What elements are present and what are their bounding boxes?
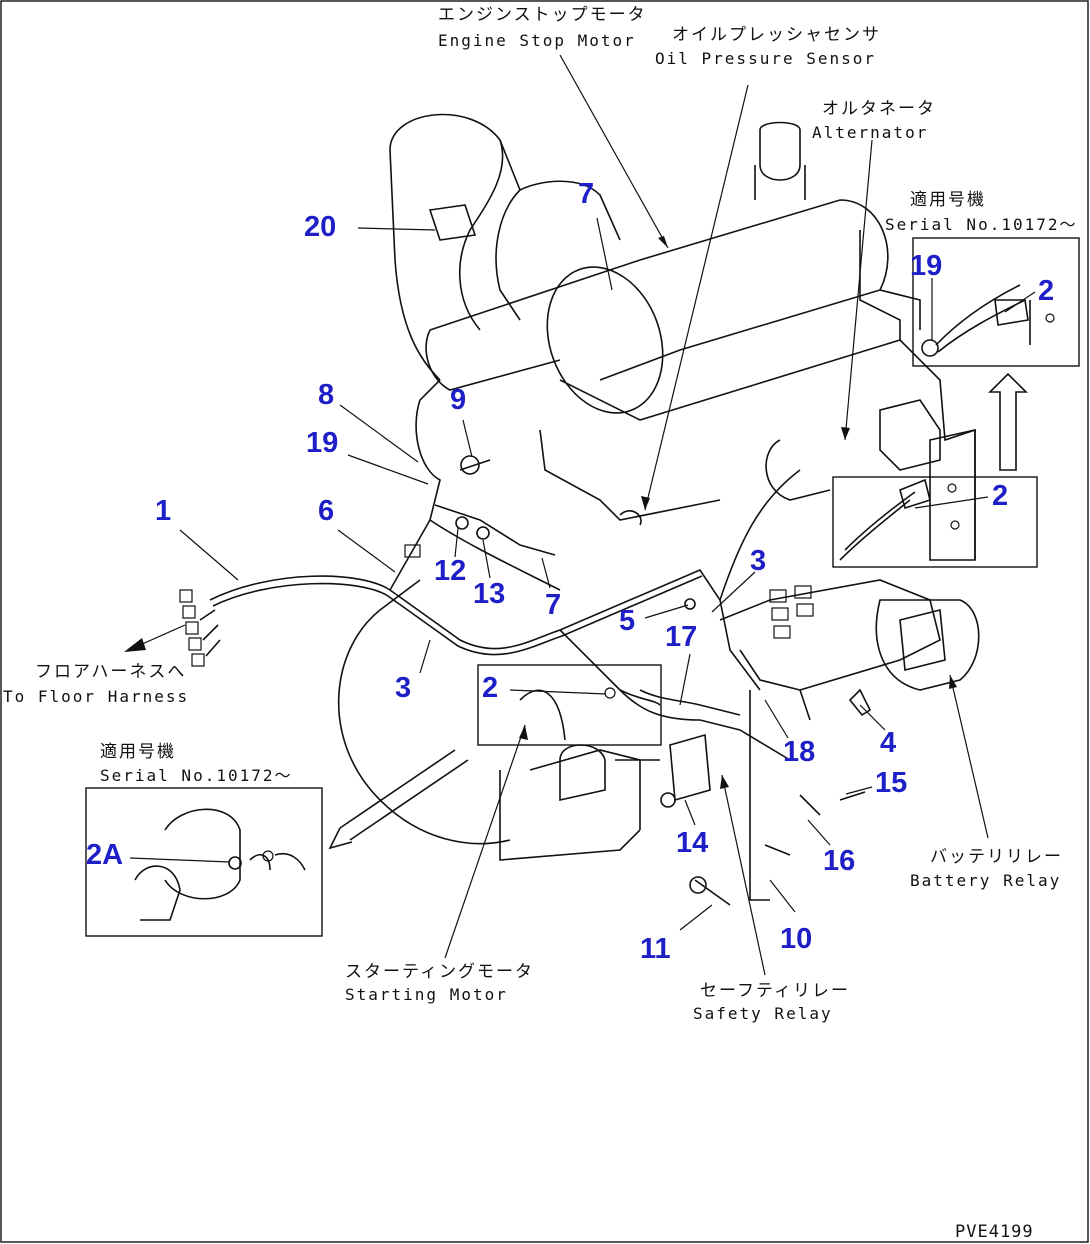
callout-11: 11 xyxy=(640,933,671,965)
label-oil-pressure-sensor-en: Oil Pressure Sensor xyxy=(655,49,876,68)
callout-2-alternator: 2 xyxy=(992,480,1008,512)
callout-4: 4 xyxy=(880,727,896,759)
label-starting-motor-en: Starting Motor xyxy=(345,985,508,1004)
label-safety-relay-jp: セーフティリレー xyxy=(700,981,850,1001)
engine-drawing xyxy=(179,113,980,906)
inset-alternator-terminal xyxy=(832,476,1038,568)
callout-2-inset: 2 xyxy=(1038,275,1054,307)
callout-17: 17 xyxy=(665,621,697,653)
label-floor-harness-jp: フロアハーネスへ xyxy=(35,662,186,682)
callout-19: 19 xyxy=(306,427,338,459)
label-starting-motor-jp: スターティングモータ xyxy=(345,962,534,982)
arrow-left-inset-icon xyxy=(339,749,469,841)
label-alternator-jp: オルタネータ xyxy=(822,99,936,119)
callout-12: 12 xyxy=(434,555,466,587)
label-engine-stop-motor-jp: エンジンストップモータ xyxy=(438,5,647,25)
callout-18: 18 xyxy=(783,736,815,768)
inset-serial-top-content xyxy=(921,284,1055,357)
callout-1: 1 xyxy=(155,495,171,527)
inset-starting-motor xyxy=(477,664,662,746)
callout-20: 20 xyxy=(304,211,336,243)
label-serial-top-jp: 適用号機 xyxy=(910,190,986,210)
arrow-up-icon xyxy=(988,372,1028,471)
label-alternator-en: Alternator xyxy=(812,123,928,142)
inset-alternator-content xyxy=(839,429,976,561)
label-battery-relay-en: Battery Relay xyxy=(910,871,1061,890)
callout-10: 10 xyxy=(780,923,812,955)
label-battery-relay-jp: バッテリリレー xyxy=(930,847,1063,867)
inset-serial-top xyxy=(912,237,1080,367)
callout-3-left: 3 xyxy=(395,672,411,704)
callout-14: 14 xyxy=(676,827,708,859)
callout-7-mid: 7 xyxy=(545,589,561,621)
label-serial-left-en: Serial No.10172～ xyxy=(100,766,293,785)
label-serial-left-jp: 適用号機 xyxy=(100,742,176,762)
label-oil-pressure-sensor-jp: オイルプレッシャセンサ xyxy=(672,25,881,45)
inset-starting-motor-content xyxy=(519,687,661,741)
label-floor-harness-en: To Floor Harness xyxy=(3,687,189,706)
label-safety-relay-en: Safety Relay xyxy=(693,1004,833,1023)
label-engine-stop-motor-en: Engine Stop Motor xyxy=(438,31,636,50)
label-serial-top-en: Serial No.10172～ xyxy=(885,215,1078,234)
wire-harness xyxy=(199,379,801,761)
callout-numbers: 20 7 19 2 8 9 19 1 6 12 13 7 2 3 5 17 3 … xyxy=(86,178,1054,965)
callout-5: 5 xyxy=(619,605,635,637)
arrow-head-icon xyxy=(328,827,353,850)
callout-8: 8 xyxy=(318,379,334,411)
callout-13: 13 xyxy=(473,578,505,610)
callout-2-starter: 2 xyxy=(482,672,498,704)
callout-7-top: 7 xyxy=(578,178,594,210)
callout-9: 9 xyxy=(450,384,466,416)
inset-serial-left-content xyxy=(134,808,306,921)
callout-6: 6 xyxy=(318,495,334,527)
inset-serial-left xyxy=(85,787,323,937)
callout-15: 15 xyxy=(875,767,907,799)
callout-16: 16 xyxy=(823,845,855,877)
drawing-code: PVE4199 xyxy=(955,1222,1034,1242)
callout-3-right: 3 xyxy=(750,545,766,577)
callout-2A: 2A xyxy=(86,839,123,871)
leader-lines xyxy=(124,54,1036,976)
callout-19-inset: 19 xyxy=(910,250,942,282)
